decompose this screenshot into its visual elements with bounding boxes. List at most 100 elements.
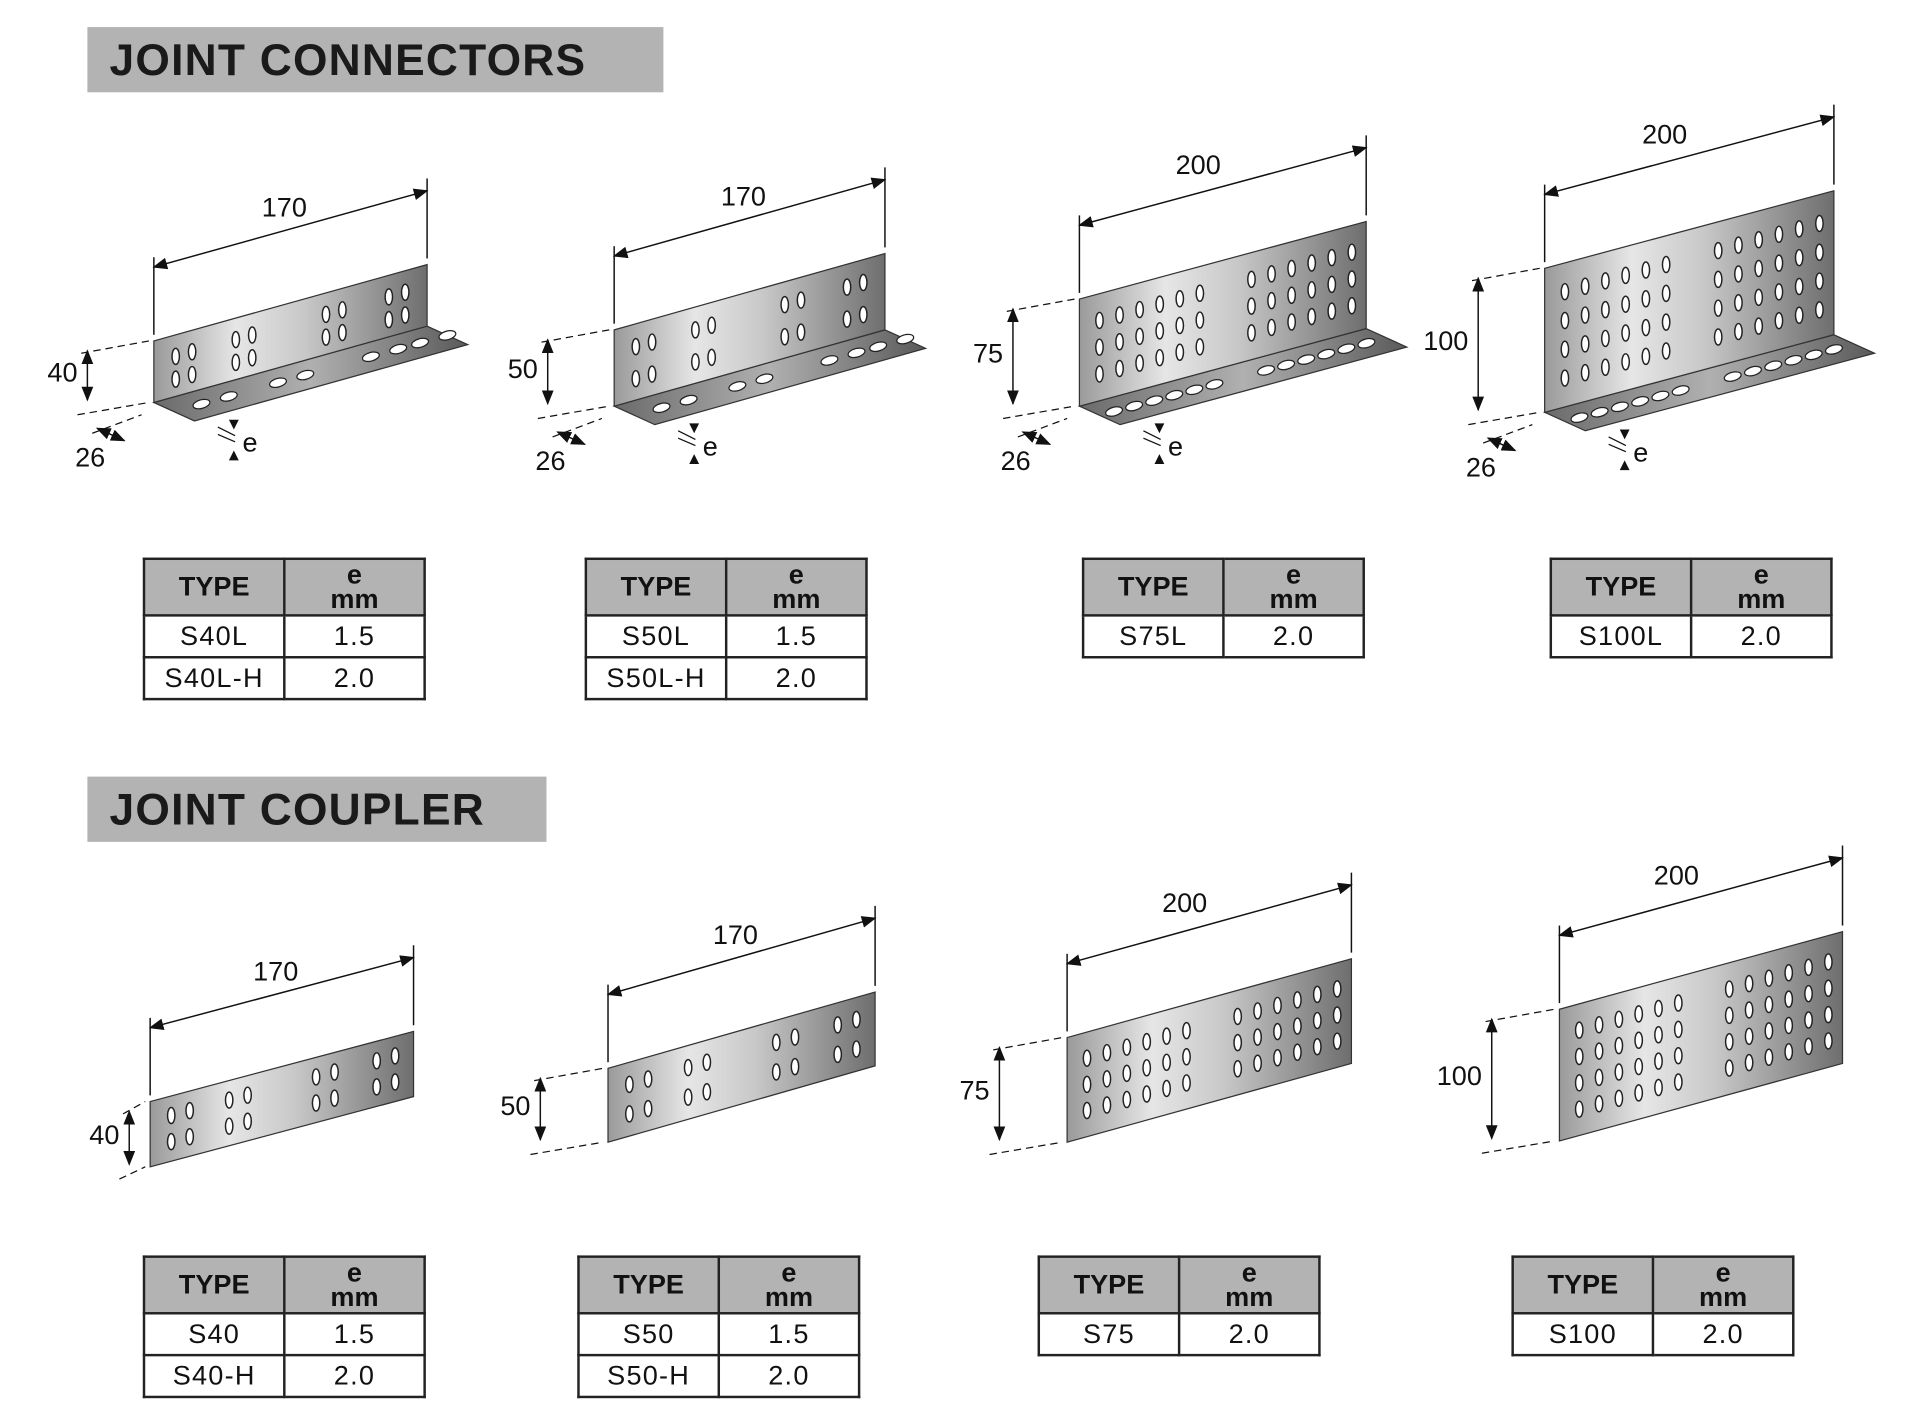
thickness-cell: 2.0 xyxy=(1177,1312,1321,1357)
flange-slot xyxy=(1651,390,1670,402)
plate-slot xyxy=(1654,999,1663,1018)
type-header: TYPE xyxy=(1549,557,1693,617)
plate-slot xyxy=(1713,328,1723,346)
thickness-label: e xyxy=(703,430,718,461)
plate-slot xyxy=(1307,254,1317,272)
plate-slot xyxy=(1724,1059,1734,1077)
plate-slot xyxy=(1082,1049,1092,1067)
plate-slot xyxy=(1744,974,1754,993)
length-label: 200 xyxy=(1654,859,1699,890)
section-title-joint-coupler: JOINT COUPLER xyxy=(87,776,547,842)
depth-label: 26 xyxy=(75,441,105,472)
thickness-cell: 2.0 xyxy=(1689,614,1833,659)
plate-slot xyxy=(1095,338,1104,356)
plate-slot xyxy=(1804,1011,1813,1029)
plate-slot xyxy=(1247,270,1256,289)
plate-slot xyxy=(1713,270,1723,289)
plate-slot xyxy=(1135,300,1145,319)
flange-slot xyxy=(1824,344,1843,355)
plate-slot xyxy=(1162,1027,1172,1045)
flange-slot xyxy=(1764,360,1783,372)
plate-slot xyxy=(1162,1053,1172,1072)
plate-slot xyxy=(337,323,347,342)
plate-slot xyxy=(1673,1020,1683,1039)
depth-label: 26 xyxy=(535,445,565,476)
height-label: 75 xyxy=(959,1075,989,1106)
plate-slot xyxy=(631,369,641,388)
flange-slot xyxy=(1257,365,1276,376)
height-label: 40 xyxy=(89,1119,119,1150)
plate-slot xyxy=(1332,980,1342,998)
plate-slot xyxy=(1734,294,1743,312)
plate-slot xyxy=(1115,359,1124,378)
flange-slot xyxy=(1297,354,1316,365)
thickness-cell: 1.5 xyxy=(717,1312,861,1357)
plate-slot xyxy=(624,1075,634,1094)
depth-label: 26 xyxy=(1001,445,1031,476)
type-cell: S50L-H xyxy=(584,656,728,701)
plate-slot xyxy=(1621,295,1631,313)
plate-slot xyxy=(321,328,331,346)
plate-slot xyxy=(1155,322,1165,340)
plate-slot xyxy=(1621,324,1631,342)
plate-slot xyxy=(1574,1100,1584,1118)
plate-slot xyxy=(1614,1063,1624,1081)
height-label: 100 xyxy=(1423,325,1468,356)
plate-slot xyxy=(1744,1027,1754,1046)
plate-slot xyxy=(1661,342,1671,360)
length-label: 200 xyxy=(1176,149,1221,180)
plate-slot xyxy=(247,349,257,367)
flange-slot xyxy=(1105,406,1124,417)
type-cell: S100 xyxy=(1511,1312,1655,1357)
flange-slot xyxy=(1185,384,1204,396)
plate-slot xyxy=(1784,1043,1794,1061)
length-label: 200 xyxy=(1162,887,1207,918)
type-header: TYPE xyxy=(1081,557,1225,617)
plate-slot xyxy=(1794,277,1804,296)
plate-slot xyxy=(1102,1070,1112,1088)
thickness-header-unit: mm xyxy=(772,583,821,615)
plate-slot xyxy=(1332,1006,1342,1024)
flange-slot xyxy=(1570,412,1589,424)
plate-slot xyxy=(707,348,717,367)
thickness-cell: 2.0 xyxy=(1651,1312,1795,1357)
depth-dimension-line xyxy=(556,431,586,445)
plate-slot xyxy=(224,1117,234,1135)
plate-slot xyxy=(330,1063,339,1081)
plate-slot xyxy=(1292,1017,1302,1035)
plate-slot xyxy=(1614,1036,1624,1055)
plate-slot xyxy=(1560,369,1570,387)
type-header: TYPE xyxy=(1037,1255,1181,1315)
flange-slot xyxy=(1610,401,1629,413)
plate-slot xyxy=(311,1094,321,1112)
plate-slot xyxy=(833,1045,843,1064)
plate-slot xyxy=(707,316,717,335)
plate-slot xyxy=(1641,290,1651,308)
thickness-header-symbol: e xyxy=(346,558,363,590)
plate-slot xyxy=(631,337,641,356)
plate-slot xyxy=(1312,985,1322,1004)
thickness-label: e xyxy=(1168,430,1183,461)
type-cell: S100L xyxy=(1549,614,1693,659)
plate-slot xyxy=(1162,1079,1172,1098)
plate-slot xyxy=(1614,1010,1624,1029)
thickness-label: e xyxy=(242,427,257,458)
type-cell: S40 xyxy=(142,1312,286,1357)
plate-slot xyxy=(1142,1059,1152,1077)
plate-slot xyxy=(1600,358,1610,376)
type-header: TYPE xyxy=(577,1255,721,1315)
plate-slot xyxy=(780,295,790,314)
